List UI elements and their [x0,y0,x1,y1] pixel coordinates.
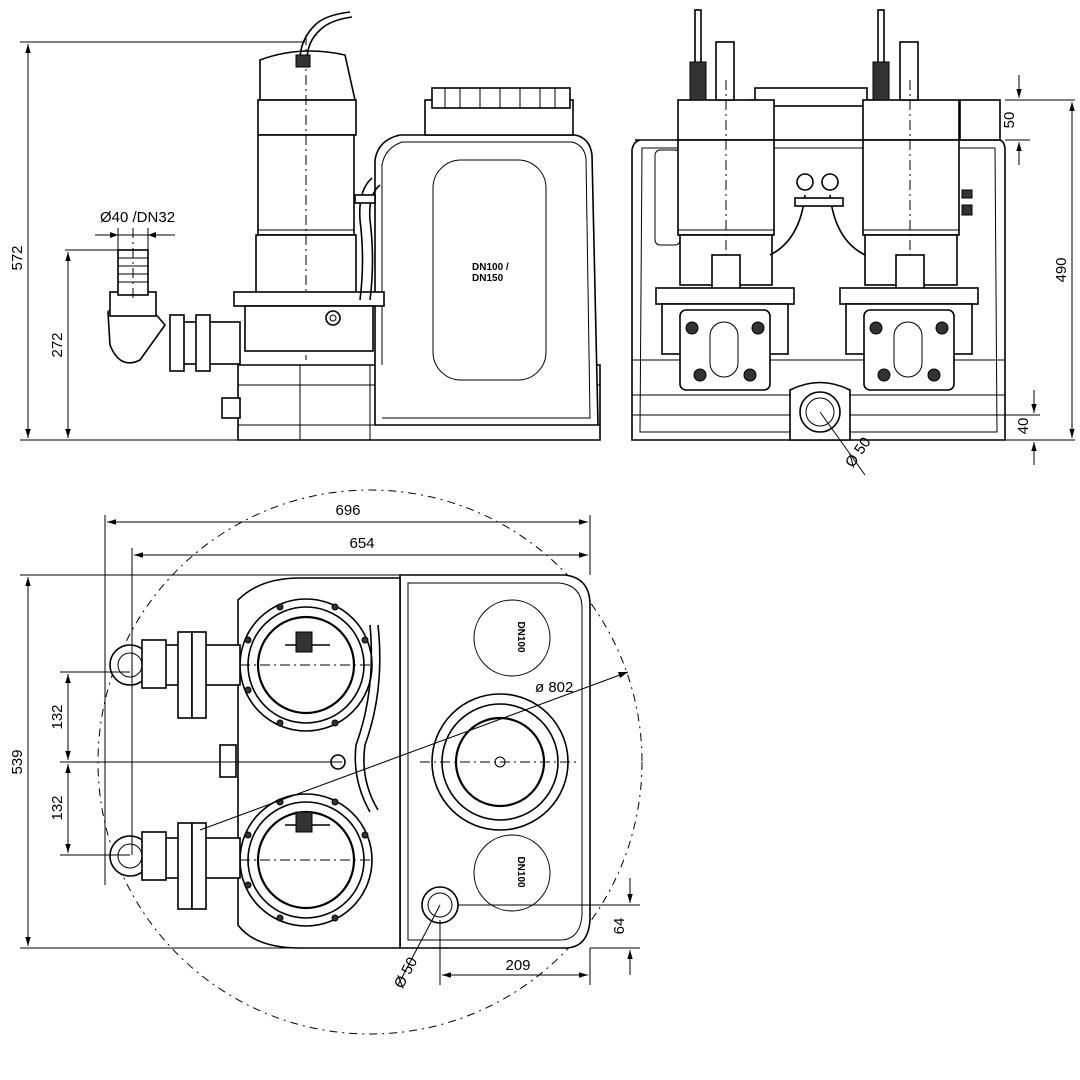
dim-overall-width: 696 [335,502,360,519]
dim-vent-diameter-top: Ø 50 [391,955,421,992]
inlet-label-lower: DN100 [515,856,526,888]
dim-outlet-spacing-lower: 132 [49,795,66,820]
dim-vent-x: 209 [505,957,530,974]
front-view: 50 490 40 Ø 50 [631,9,1075,476]
dim-tank-height: 490 [1053,257,1070,282]
inlet-label-line1: DN100 / [472,262,509,273]
dim-circle-diameter: ø 802 [535,679,573,696]
dim-total-height: 572 [9,245,26,270]
top-view: DN100 DN100 [9,489,643,1035]
dim-outlet-height: 272 [49,332,66,357]
dim-depth: 539 [9,749,26,774]
side-view: DN100 / DN150 572 272 Ø40 /DN32 [9,11,601,441]
dim-tank-width: 654 [349,535,374,552]
dim-outlet-diameter: Ø40 /DN32 [100,209,175,226]
dim-outlet-spacing-upper: 132 [49,704,66,729]
dim-vent-y: 64 [611,918,628,935]
dim-base-height: 40 [1015,418,1032,435]
inlet-label-upper: DN100 [515,621,526,653]
dim-top-offset: 50 [1001,112,1018,129]
inlet-label-line2: DN150 [472,273,504,284]
